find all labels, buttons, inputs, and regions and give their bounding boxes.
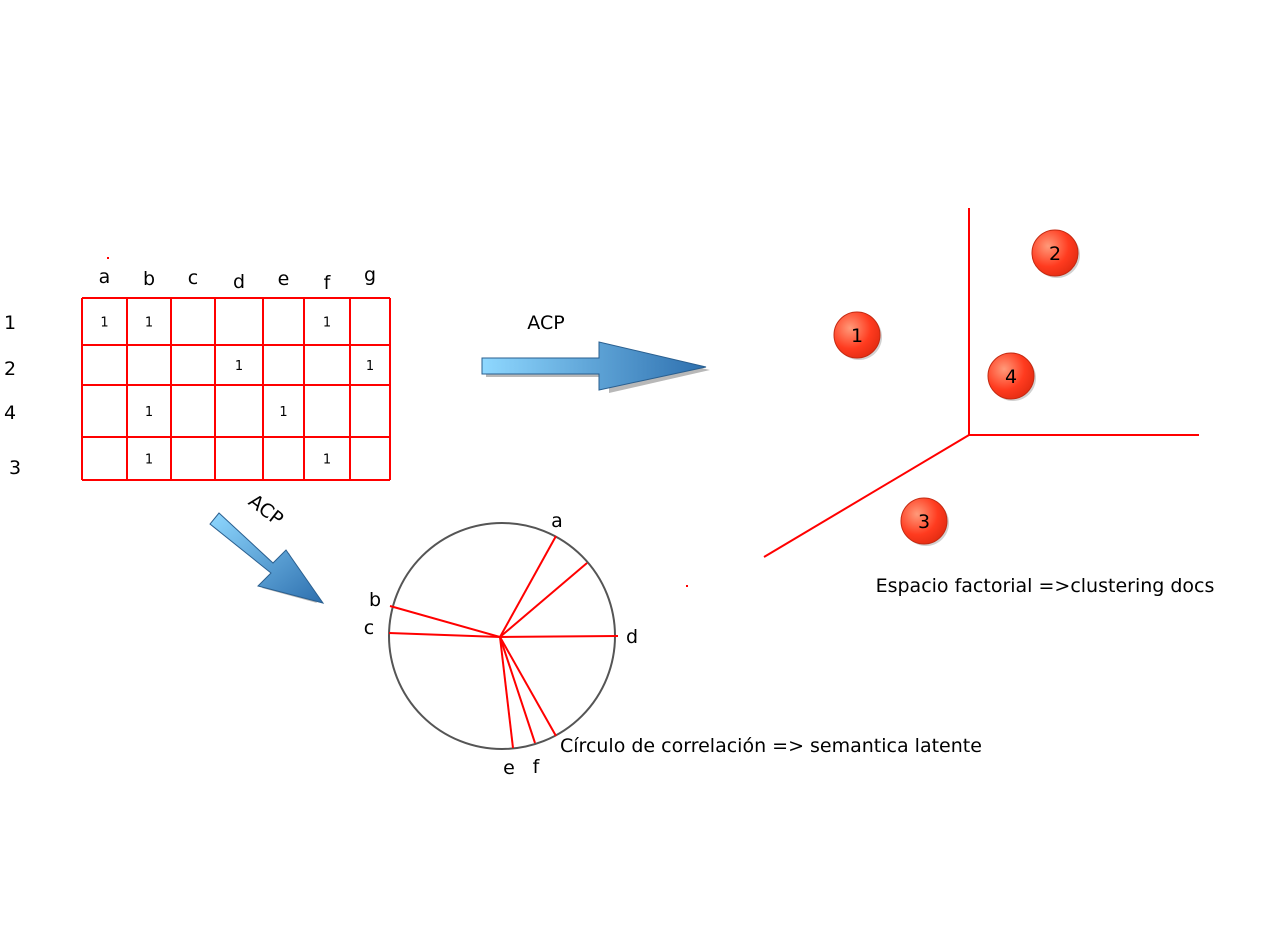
stray-mark (686, 585, 688, 587)
matrix-cell-value: 1 (100, 316, 108, 331)
cluster-label-3: 3 (918, 511, 930, 533)
row-label-1: 1 (4, 312, 16, 334)
correlation-caption: Círculo de correlación => semantica late… (560, 735, 982, 757)
cluster-ball-1 (833, 311, 881, 359)
matrix-cell-value: 1 (145, 316, 153, 331)
vector-label-d: d (626, 626, 638, 648)
column-label-g: g (364, 264, 376, 286)
arrow-right-icon (481, 341, 707, 391)
acp-right-label: ACP (527, 312, 564, 334)
matrix-row-labels: 1 2 4 3 (4, 312, 21, 479)
term-vectors (388, 535, 619, 749)
term-vector (499, 636, 536, 744)
acp-diagonal-arrow: ACP (209, 490, 325, 604)
vector-label-c: c (364, 617, 374, 639)
cluster-ball-2 (1031, 229, 1079, 277)
factor-axis-depth (763, 434, 970, 558)
term-vector (388, 632, 501, 638)
term-vector (389, 605, 501, 638)
column-label-e: e (278, 268, 290, 290)
matrix-cell-value: 1 (279, 405, 287, 420)
acp-diagonal-label: ACP (244, 490, 287, 530)
column-label-a: a (99, 266, 111, 288)
row-label-2: 2 (4, 358, 16, 380)
column-label-f: f (324, 272, 332, 294)
acp-right-arrow: ACP (481, 312, 710, 393)
document-clusters: 2 1 4 3 (833, 229, 1080, 546)
matrix-cell-values: 1 1 1 1 1 1 1 1 1 (100, 316, 374, 468)
matrix-cell-value: 1 (323, 453, 331, 468)
term-document-matrix: a b c d e f g 1 2 4 3 1 1 1 1 1 1 1 1 1 (4, 264, 391, 481)
term-vector (499, 636, 514, 749)
cluster-label-2: 2 (1049, 243, 1061, 265)
matrix-cell-value: 1 (145, 453, 153, 468)
column-label-c: c (188, 267, 198, 289)
term-vector (499, 562, 588, 638)
cluster-label-4: 4 (1005, 366, 1017, 388)
cluster-label-1: 1 (851, 325, 863, 347)
row-label-4: 4 (4, 402, 16, 424)
vector-label-f: f (533, 756, 541, 778)
column-label-d: d (233, 271, 245, 293)
stray-mark (107, 257, 109, 259)
column-label-b: b (143, 268, 155, 290)
factorial-caption: Espacio factorial =>clustering docs (876, 575, 1215, 597)
arrow-diagonal-icon (209, 512, 325, 604)
vector-label-b: b (369, 589, 381, 611)
cluster-ball-3 (900, 497, 948, 545)
matrix-cell-value: 1 (323, 316, 331, 331)
term-vector (499, 635, 619, 638)
matrix-cell-value: 1 (235, 359, 243, 374)
factorial-space: 2 1 4 3 Espacio factorial =>clustering docs (763, 208, 1215, 597)
cluster-ball-4 (987, 352, 1035, 400)
matrix-cell-value: 1 (145, 405, 153, 420)
matrix-grid (81, 297, 391, 481)
vector-label-a: a (551, 510, 563, 532)
term-vector (499, 535, 557, 638)
row-label-3: 3 (9, 457, 21, 479)
vector-label-e: e (503, 757, 515, 779)
matrix-column-labels: a b c d e f g (99, 264, 376, 294)
matrix-cell-value: 1 (366, 359, 374, 374)
term-vector (499, 636, 557, 737)
